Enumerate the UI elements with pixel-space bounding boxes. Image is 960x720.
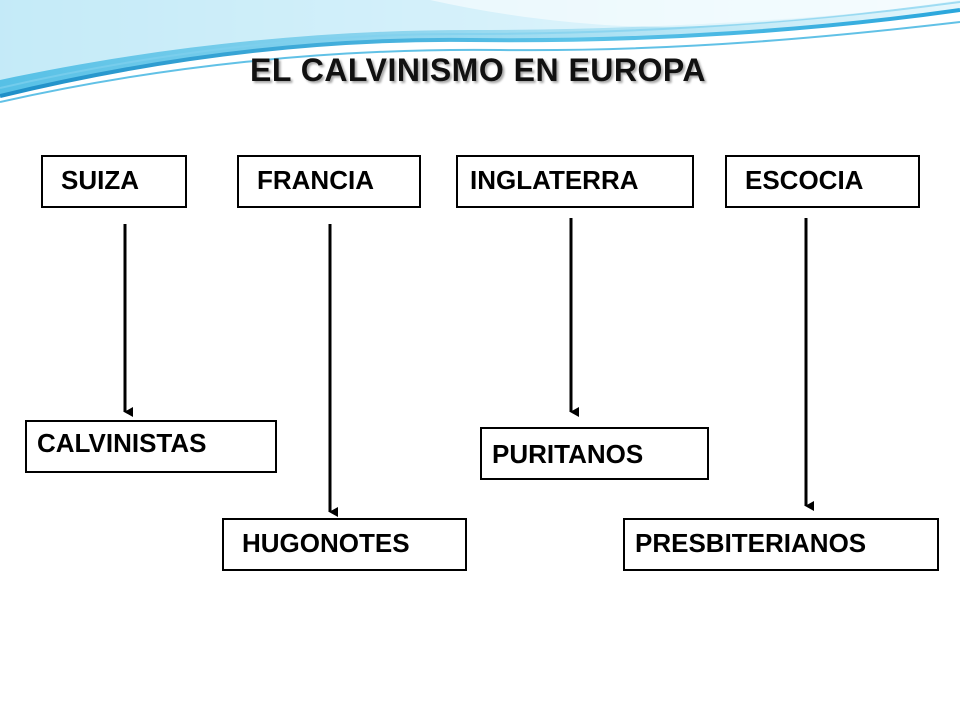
country-box-escocia: ESCOCIA <box>725 155 920 208</box>
country-label: FRANCIA <box>257 165 374 195</box>
group-box-presbiterianos: PRESBITERIANOS <box>623 518 939 571</box>
country-label: SUIZA <box>61 165 139 195</box>
group-box-hugonotes: HUGONOTES <box>222 518 467 571</box>
group-box-calvinistas: CALVINISTAS <box>25 420 277 473</box>
group-label: PRESBITERIANOS <box>635 528 867 558</box>
header-wave-decoration <box>0 0 960 103</box>
group-label: PURITANOS <box>492 439 644 469</box>
country-box-suiza: SUIZA <box>41 155 187 208</box>
group-box-puritanos: PURITANOS <box>480 427 709 480</box>
country-label: INGLATERRA <box>470 165 639 195</box>
group-label: CALVINISTAS <box>37 428 207 458</box>
country-box-inglaterra: INGLATERRA <box>456 155 694 208</box>
group-label: HUGONOTES <box>242 528 410 558</box>
country-label: ESCOCIA <box>745 165 864 195</box>
country-box-francia: FRANCIA <box>237 155 421 208</box>
page-title: EL CALVINISMO EN EUROPA <box>250 52 706 88</box>
